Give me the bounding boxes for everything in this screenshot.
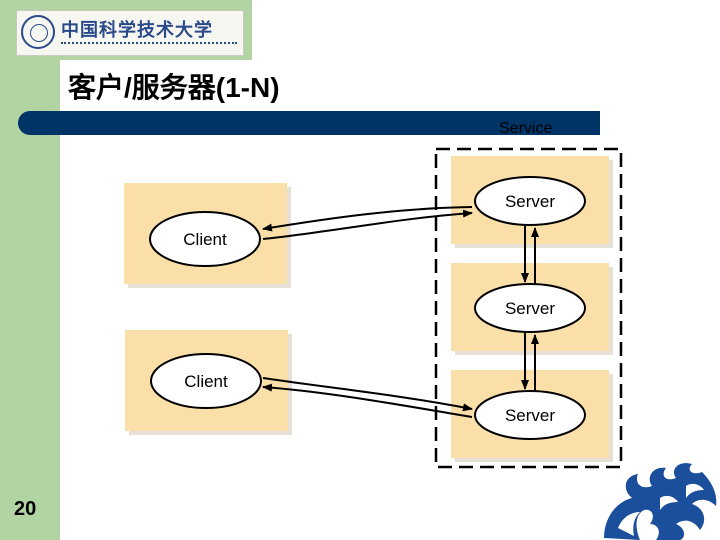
title-underline-bar xyxy=(18,111,600,135)
client-box-1: Client xyxy=(124,183,291,288)
arrow-client-1-to-server xyxy=(262,209,473,240)
server-box-2: Server xyxy=(451,263,613,355)
university-name: 中国科学技术大学 xyxy=(61,20,213,41)
service-group-border xyxy=(434,147,623,469)
server-label: Server xyxy=(505,406,555,425)
service-group-label: Service xyxy=(499,120,552,137)
arrow-server-to-client-1 xyxy=(262,206,473,232)
client-label: Client xyxy=(183,230,227,249)
server-node xyxy=(474,390,586,440)
slide-title: 客户/服务器(1-N) xyxy=(68,72,280,103)
dragon-logo-icon xyxy=(604,463,717,540)
server-node xyxy=(474,283,586,333)
server-label: Server xyxy=(505,299,555,318)
client-node xyxy=(149,211,261,267)
university-name-english-line xyxy=(61,42,237,47)
university-logo: 中国科学技术大学 xyxy=(16,10,244,56)
server-label: Server xyxy=(505,192,555,211)
arrow-server-to-client-2 xyxy=(262,383,473,418)
client-node xyxy=(150,353,262,409)
client-label: Client xyxy=(184,372,228,391)
university-seal-icon xyxy=(21,15,55,49)
sidebar-strip xyxy=(0,0,60,540)
server-node xyxy=(474,176,586,226)
server-box-3: Server xyxy=(451,370,613,462)
arrow-client-2-to-server xyxy=(262,377,473,412)
page-number: 20 xyxy=(14,498,37,520)
client-box-2: Client xyxy=(125,330,292,435)
server-box-1: Server xyxy=(451,156,613,248)
